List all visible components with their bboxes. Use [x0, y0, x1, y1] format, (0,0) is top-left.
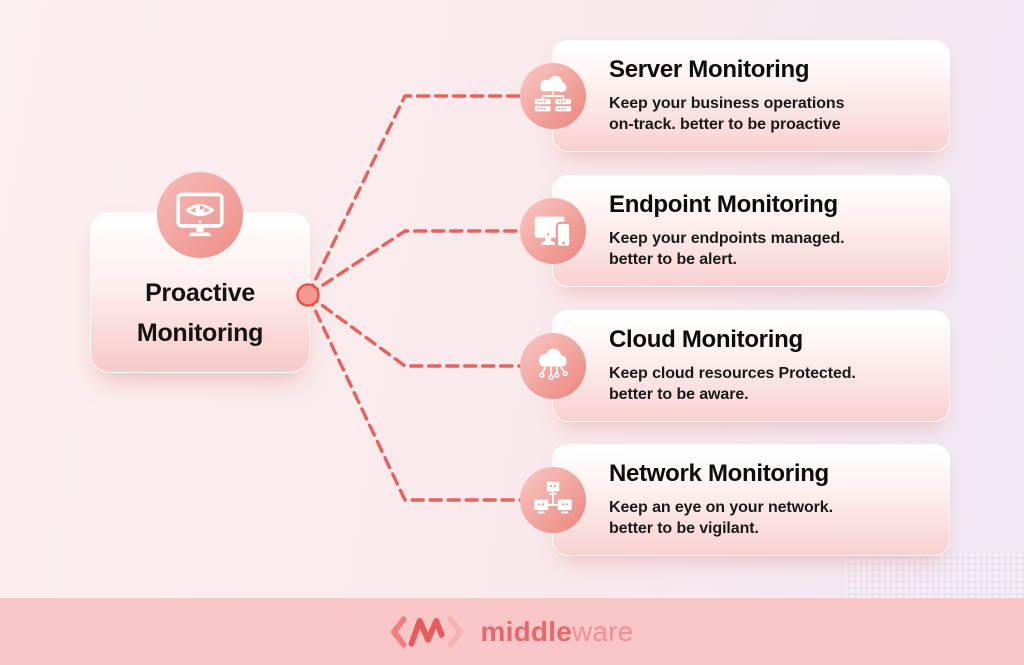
branch-title: Network Monitoring: [609, 460, 829, 487]
branch-desc-line1: Keep cloud resources Protected.: [609, 365, 856, 382]
background-texture: [843, 552, 1024, 598]
endpoint-icon-circle: [520, 198, 586, 264]
endpoint-monitoring-card: Endpoint Monitoring Keep your endpoints …: [552, 175, 950, 287]
branch-title: Endpoint Monitoring: [609, 191, 838, 218]
network-nodes-icon: [534, 481, 572, 514]
cloud-monitoring-card: Cloud Monitoring Keep cloud resources Pr…: [552, 310, 950, 422]
brand-text-middle: middle: [480, 615, 572, 647]
branch-desc-line2: better to be aware.: [609, 386, 749, 403]
brand-text-ware: ware: [571, 615, 634, 647]
branch-desc-line1: Keep your business operations: [609, 95, 845, 112]
network-icon-circle: [520, 467, 586, 533]
branch-desc-line2: better to be vigilant.: [609, 520, 759, 537]
proactive-monitoring-card: Proactive Monitoring: [90, 212, 310, 373]
root-title-line2: Monitoring: [136, 319, 264, 347]
connector-line-server: [306, 94, 523, 297]
root-title-line1: Proactive: [145, 279, 255, 307]
cloud-connections-icon: [538, 348, 568, 380]
branch-desc-line2: better to be alert.: [609, 251, 737, 268]
network-monitoring-card: Network Monitoring Keep an eye on your n…: [552, 444, 950, 556]
monitor-eye-icon: [176, 192, 224, 237]
branch-title: Cloud Monitoring: [609, 326, 803, 353]
desktop-mobile-icon: [534, 216, 572, 248]
brand-wordmark: middleware: [481, 616, 634, 648]
footer-brand-bar: middleware: [0, 598, 1024, 665]
connector-line-cloud: [306, 293, 523, 368]
cloud-server-icon: [534, 75, 572, 112]
connector-line-network: [306, 293, 523, 502]
cloud-icon-circle: [520, 333, 586, 399]
root-icon-circle: [157, 172, 243, 258]
server-icon-circle: [520, 63, 586, 129]
branch-desc-line2: on-track. better to be proactive: [609, 116, 841, 133]
connector-line-endpoint: [306, 229, 523, 297]
branch-desc-line1: Keep an eye on your network.: [609, 499, 833, 516]
branch-title: Server Monitoring: [609, 56, 810, 83]
middleware-chevron-m-logo: [390, 615, 463, 648]
server-monitoring-card: Server Monitoring Keep your business ope…: [552, 40, 950, 152]
branch-desc-line1: Keep your endpoints managed.: [609, 230, 845, 247]
